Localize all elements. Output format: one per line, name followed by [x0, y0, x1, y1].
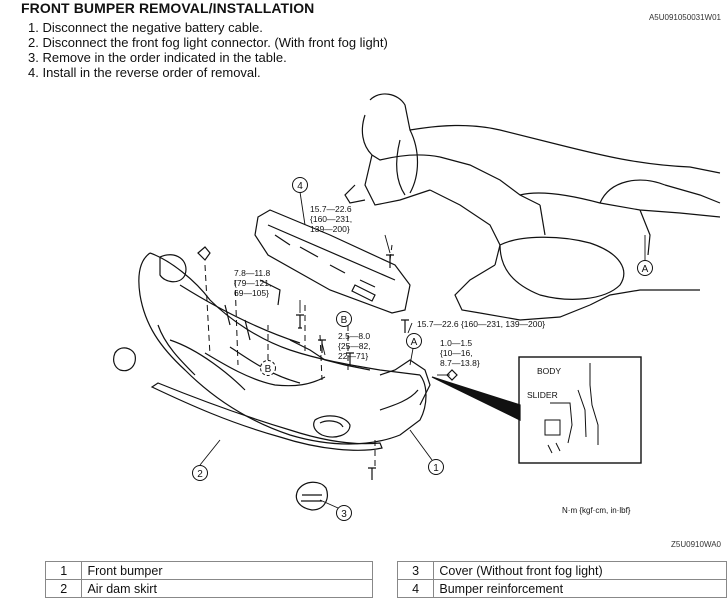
- step-1: 1. Disconnect the negative battery cable…: [28, 20, 263, 35]
- exploded-diagram: 4 2 3 1 A A B B 15.7—22.6 {160—231, 139—…: [113, 93, 721, 521]
- step-3: 3. Remove in the order indicated in the …: [28, 50, 287, 65]
- torque-right-line1: 1.0—1.5: [440, 338, 472, 348]
- torque-reinforcement-line1: 15.7—22.6: [310, 204, 352, 214]
- cover-drawing: [295, 481, 328, 511]
- callout-b-upper: B: [341, 315, 348, 326]
- document-id: A5U091050031W01: [648, 13, 721, 22]
- torque-left-line3: 69—105}: [234, 288, 269, 298]
- torque-reinforcement-line3: 139—200}: [310, 224, 350, 234]
- procedure-steps: 1. Disconnect the negative battery cable…: [28, 20, 388, 80]
- torque-left-line1: 7.8—11.8: [234, 268, 271, 278]
- part-name: Cover (Without front fog light): [433, 561, 727, 580]
- part-number: 2: [44, 579, 83, 598]
- part-name: Front bumper: [81, 561, 373, 580]
- bolt-drawings: [197, 246, 458, 480]
- unit-note: N·m {kgf·cm, in·lbf}: [562, 506, 631, 515]
- torque-right-line3: 8.7—13.8}: [440, 358, 480, 368]
- callout-a-bumper: A: [411, 337, 418, 348]
- callout-1: 1: [433, 463, 439, 474]
- torque-reinforcement-line2: {160—231,: [310, 214, 352, 224]
- callout-3: 3: [341, 509, 347, 520]
- step-2: 2. Disconnect the front fog light connec…: [28, 35, 388, 50]
- air-dam-skirt-drawing: [150, 382, 383, 451]
- part-number: 1: [44, 561, 83, 580]
- callout-b-lower: B: [265, 364, 272, 375]
- figure-id: Z5U0910WA0: [671, 540, 721, 549]
- table-row: 1 Front bumper 3 Cover (Without front fo…: [44, 561, 727, 580]
- part-name: Bumper reinforcement: [433, 579, 727, 598]
- part-number: 4: [396, 579, 435, 598]
- torque-left-line2: {79—121,: [234, 278, 271, 288]
- inset-box: [518, 356, 642, 464]
- torque-mid-line1: 2.5—8.0: [338, 331, 370, 341]
- callout-2: 2: [197, 469, 203, 480]
- torque-long-bolt: 15.7—22.6 {160—231, 139—200}: [417, 319, 545, 329]
- torque-right-line2: {10—16,: [440, 348, 473, 358]
- callout-4: 4: [297, 181, 303, 192]
- table-row: 2 Air dam skirt 4 Bumper reinforcement: [44, 579, 727, 598]
- callout-a-body: A: [642, 264, 649, 275]
- inset-label-body: BODY: [537, 366, 561, 376]
- leader-lines: [199, 191, 646, 509]
- bumper-reinforcement-drawing: [254, 209, 411, 314]
- inset-detail: [544, 363, 599, 454]
- part-name: Air dam skirt: [81, 579, 373, 598]
- part-number: 3: [396, 561, 435, 580]
- torque-mid-line2: {25—82,: [338, 341, 371, 351]
- torque-mid-line3: 22—71}: [338, 351, 368, 361]
- clip-drawing: [113, 347, 136, 372]
- front-bumper-drawing: [138, 252, 431, 445]
- page-title: FRONT BUMPER REMOVAL/INSTALLATION: [21, 0, 315, 16]
- inset-pointer: [431, 376, 521, 421]
- inset-label-slider: SLIDER: [527, 390, 558, 400]
- parts-table: 1 Front bumper 3 Cover (Without front fo…: [44, 561, 727, 598]
- vehicle-body-drawing: [344, 93, 721, 321]
- assembly-lines: [204, 244, 393, 470]
- step-4: 4. Install in the reverse order of remov…: [28, 65, 261, 80]
